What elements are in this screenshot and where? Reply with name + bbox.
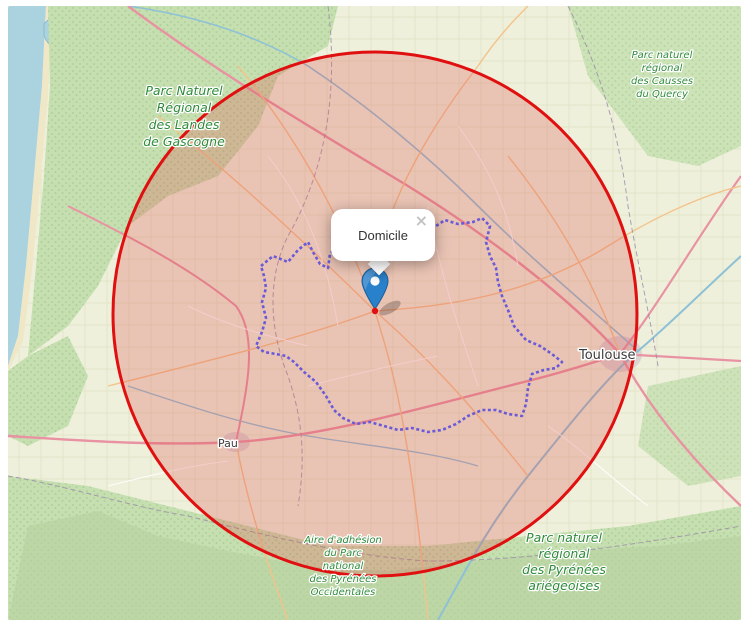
popup-close-icon[interactable]: × [414, 211, 428, 230]
location-marker-icon[interactable] [361, 267, 389, 310]
label-pnr-ariege-1: Parc naturel [526, 530, 602, 545]
label-pnr-landes-4: de Gascogne [143, 134, 225, 149]
label-pnr-ariege-4: ariégeoises [528, 578, 600, 593]
quercy-forest [568, 6, 741, 166]
popup-text: Domicile [358, 227, 408, 243]
label-pn-pyr-4: des Pyrénées [310, 573, 377, 585]
map-viewport[interactable]: Parc Naturel Régional des Landes de Gasc… [8, 6, 741, 620]
garonne-river [437, 255, 741, 620]
label-city-toulouse: Toulouse [578, 348, 636, 363]
map-canvas: Parc Naturel Régional des Landes de Gasc… [8, 6, 741, 620]
motorway-bordeaux-toulouse [127, 6, 621, 355]
label-pnr-landes-1: Parc Naturel [145, 83, 223, 98]
label-pnr-landes-3: des Landes [149, 117, 220, 132]
center-point [371, 307, 379, 315]
label-pn-pyr-1: Aire d'adhésion [303, 534, 382, 546]
place-labels: Parc Naturel Régional des Landes de Gasc… [142, 49, 694, 600]
marker-popup: Domicile × [331, 209, 435, 261]
label-pnr-causses-3: des Causses [631, 76, 693, 87]
label-pnr-causses-4: du Quercy [636, 89, 689, 100]
label-pnr-landes-2: Régional [157, 100, 212, 115]
label-pnr-causses-2: régional [642, 62, 683, 74]
motorway-pau-toulouse [8, 352, 621, 445]
marker-shadow [379, 300, 401, 316]
label-pn-pyr-5: Occidentales [311, 587, 376, 598]
label-city-pau: Pau [218, 437, 238, 450]
label-pnr-ariege-2: régional [539, 546, 590, 561]
label-pnr-causses-1: Parc naturel [632, 50, 693, 61]
label-pn-pyr-3: national [323, 561, 364, 572]
label-pnr-ariege-3: des Pyrénées [522, 562, 606, 577]
label-pn-pyr-2: du Parc [324, 548, 362, 559]
ocean [8, 6, 46, 366]
